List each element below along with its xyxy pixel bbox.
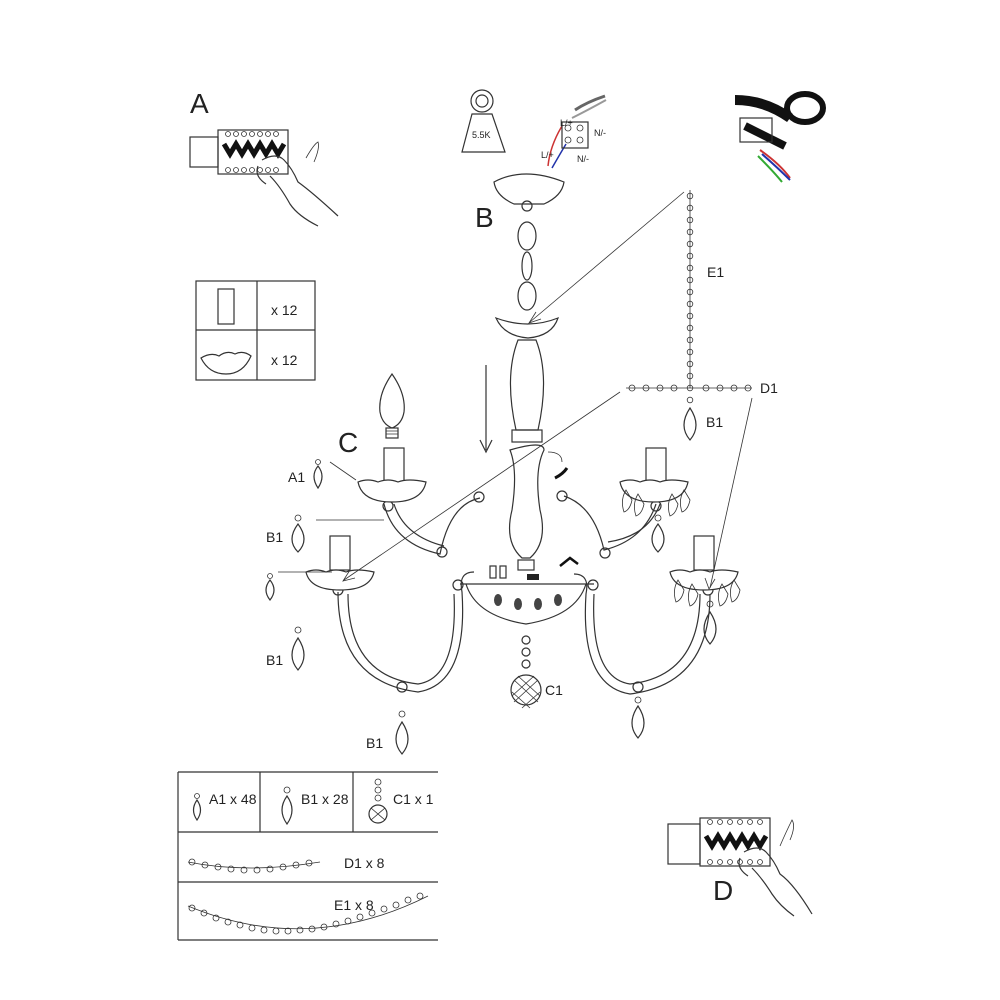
candle-bulb-icon: C: [338, 372, 405, 458]
bead-chain-d1-horizontal: D1 B1: [626, 380, 778, 430]
bead-chain-e1-vertical: E1: [686, 190, 724, 404]
b1-label-left-low: B1: [366, 735, 383, 751]
neutral-label-top: N/-: [594, 128, 606, 138]
a1-label: A1: [288, 469, 305, 485]
b1-crystal-icon: [281, 794, 293, 826]
hand-icon: [256, 155, 339, 227]
legend-c1: C1 x 1: [393, 791, 434, 807]
sleeve-quantity: x 12: [271, 302, 298, 318]
pointer-lines: [278, 191, 753, 590]
legend-d1: D1 x 8: [344, 855, 385, 871]
weight-limit-icon: 5.5K: [461, 89, 506, 153]
b1-label-left-mid: B1: [266, 652, 283, 668]
c1-label: C1: [545, 682, 563, 698]
weight-value: 5.5K: [472, 130, 491, 140]
candle-cups: [305, 447, 739, 591]
neutral-label-bottom: N/-: [577, 154, 589, 164]
step-a-label: A: [190, 88, 209, 119]
terminal-screws-top: [225, 131, 279, 137]
d1-label: D1: [760, 380, 778, 396]
ceiling-wiring-illustration: L/+ N/- L/+ N/-: [541, 94, 607, 169]
step-d-wiring-illustration: D: [667, 817, 813, 917]
insulation-tape-icon: [734, 91, 826, 183]
live-label-top: L/+: [560, 118, 573, 128]
central-column: [479, 316, 569, 571]
live-label-bottom: L/+: [541, 150, 554, 160]
step-b-label: B: [475, 202, 494, 233]
hand-icon: [738, 847, 813, 917]
step-d-label: D: [713, 875, 733, 906]
b1-label-top: B1: [706, 414, 723, 430]
e1-bead-chain-icon: [187, 892, 429, 935]
d1-bead-chain-icon: [187, 858, 321, 874]
legend-a1: A1 x 48: [209, 791, 257, 807]
canopy-and-chain: B: [475, 173, 565, 311]
hanging-crystals: [265, 406, 741, 755]
step-a-wiring-illustration: A: [189, 88, 339, 227]
c1-ball-icon: [368, 804, 388, 824]
a1-crystal-icon: [192, 798, 202, 822]
e1-label: E1: [707, 264, 724, 280]
legend-b1: B1 x 28: [301, 791, 349, 807]
accessory-parts-box: x 12 x 12: [195, 280, 316, 381]
parts-legend-table: A1 x 48 B1 x 28 C1 x 1 D1 x 8: [177, 771, 438, 941]
body-plate-and-bowl: C1: [460, 556, 594, 709]
glass-sleeve-icon: [217, 288, 235, 325]
bowl-quantity: x 12: [271, 352, 298, 368]
legend-e1: E1 x 8: [334, 897, 374, 913]
pendant-ball-c1: [510, 674, 542, 706]
drip-bowl-icon: [200, 351, 252, 375]
step-c-label: C: [338, 427, 358, 458]
b1-label-left-upper: B1: [266, 529, 283, 545]
terminal-screws-bottom: [225, 167, 279, 173]
chandelier-arms: [332, 490, 714, 695]
